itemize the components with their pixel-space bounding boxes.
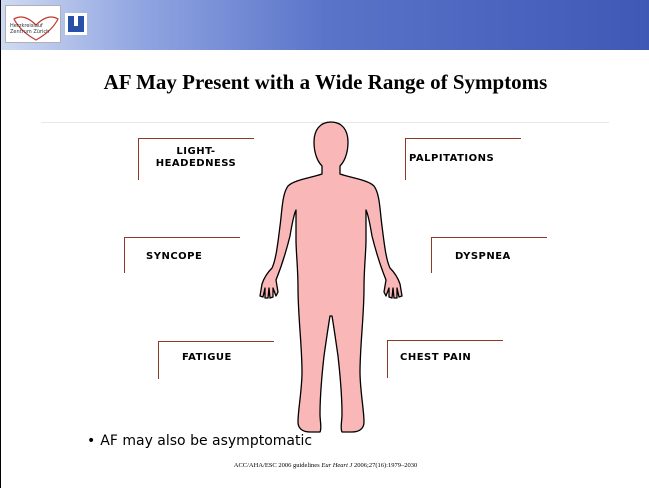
symptom-callout-chest-pain: CHEST PAIN [387, 340, 503, 378]
callout-bracket [431, 237, 547, 238]
symptom-callout-syncope: SYNCOPE [124, 237, 240, 273]
symptom-label-lightheadedness: LIGHT- HEADEDNESS [146, 146, 246, 170]
bullet-text: AF may also be asymptomatic [100, 433, 312, 449]
bullet-point: • AF may also be asymptomatic [87, 433, 312, 449]
symptom-callout-palpitations: PALPITATIONS [405, 138, 521, 180]
citation: ACC/AHA/ESC 2006 guidelines Eur Heart J … [1, 462, 649, 469]
callout-bracket [405, 138, 521, 139]
callout-bracket [387, 340, 388, 378]
callout-bracket [387, 340, 503, 341]
callout-bracket [158, 341, 159, 379]
symptom-label-fatigue: FATIGUE [182, 352, 232, 364]
citation-journal: Eur Heart J [321, 462, 352, 469]
symptom-callout-fatigue: FATIGUE [158, 341, 274, 379]
callout-bracket [124, 237, 240, 238]
callout-bracket [138, 138, 254, 139]
callout-bracket [138, 138, 139, 180]
callout-bracket [431, 237, 432, 273]
symptom-label-syncope: SYNCOPE [146, 251, 202, 263]
callout-bracket [124, 237, 125, 273]
citation-details: 2006;27(16):1979–2030 [354, 462, 417, 469]
symptom-label-dyspnea: DYSPNEA [455, 251, 511, 263]
header-bar: Herzkreislauf Zentrum Zürich [1, 0, 649, 50]
citation-prefix: ACC/AHA/ESC 2006 guidelines [234, 462, 320, 469]
heart-center-logo: Herzkreislauf Zentrum Zürich [5, 5, 61, 43]
symptom-label-palpitations: PALPITATIONS [409, 153, 494, 165]
symptom-callout-dyspnea: DYSPNEA [431, 237, 547, 273]
human-body-figure [256, 120, 406, 436]
symptom-label-chest-pain: CHEST PAIN [400, 352, 471, 364]
bullet-dot-icon: • [87, 433, 95, 449]
university-logo-icon [65, 13, 87, 35]
symptom-callout-lightheadedness: LIGHT- HEADEDNESS [138, 138, 254, 180]
callout-bracket [158, 341, 274, 342]
logo-text-line2: Zentrum Zürich [10, 29, 49, 35]
slide-title: AF May Present with a Wide Range of Symp… [1, 70, 649, 95]
callout-bracket [405, 138, 406, 180]
